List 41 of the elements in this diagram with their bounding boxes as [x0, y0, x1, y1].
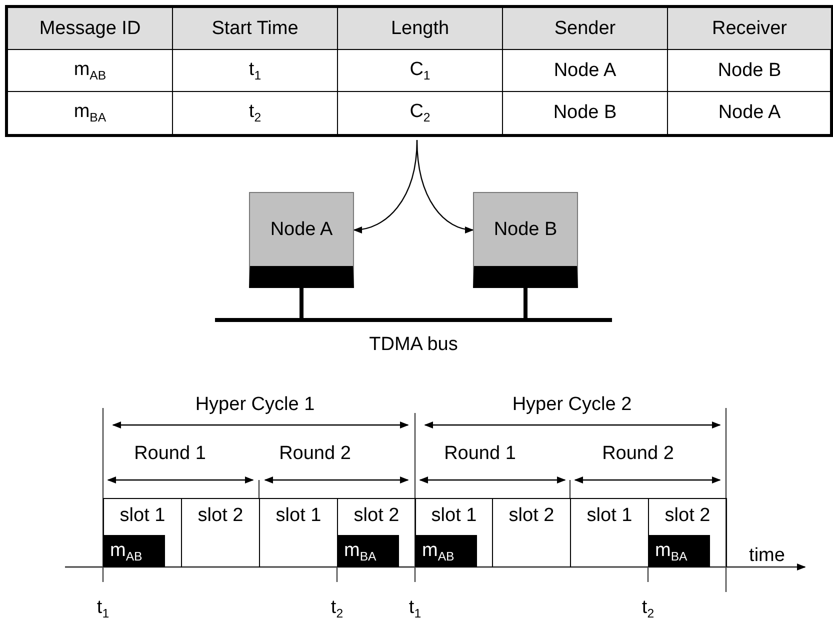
bus-label: TDMA bus	[368, 334, 459, 356]
table-cell: C$_{1}$	[338, 50, 503, 92]
table-cell: m$_{BA}$	[8, 92, 173, 134]
round-label: Round 1	[134, 444, 206, 463]
cycle-label: Hyper Cycle 1	[195, 395, 315, 414]
table-cell: Node B	[503, 92, 668, 134]
message-block: m$_{AB}$	[103, 535, 165, 567]
node-label: Node B	[494, 218, 558, 240]
cycle-label: Hyper Cycle 2	[512, 395, 632, 414]
table-cell: Node B	[668, 50, 831, 92]
table-header-cell: Start Time	[173, 8, 338, 50]
table-header-cell: Receiver	[668, 8, 831, 50]
table-cell: Node A	[503, 50, 668, 92]
time-label: t$_{2}$	[642, 598, 654, 620]
table-header-cell: Message ID	[8, 8, 173, 50]
table-header-cell: Sender	[503, 8, 668, 50]
slot-cell: slot 2	[181, 498, 259, 567]
axis-label: time	[749, 546, 785, 565]
node-label: Node A	[270, 218, 333, 240]
connector-line	[300, 288, 304, 318]
message-block: m$_{AB}$	[415, 535, 477, 567]
node-box	[249, 192, 354, 288]
round-label: Round 1	[444, 444, 516, 463]
connector-line	[524, 288, 528, 318]
round-label: Round 2	[279, 444, 351, 463]
time-label: t$_{1}$	[408, 598, 422, 620]
table-cell: m$_{AB}$	[8, 50, 173, 92]
table-cell-text: Node A	[717, 101, 782, 125]
table-cell: t$_{2}$	[173, 92, 338, 134]
slot-cell: slot 2	[492, 498, 570, 567]
connector-arrow	[416, 140, 474, 233]
table-cell: C$_{2}$	[338, 92, 503, 134]
round-label: Round 2	[602, 444, 674, 463]
message-table	[5, 5, 833, 137]
table-header-cell: Length	[338, 8, 503, 50]
message-block: m$_{BA}$	[337, 535, 399, 567]
message-block: m$_{BA}$	[648, 535, 710, 567]
time-label: t$_{2}$	[330, 598, 344, 620]
table-cell: t$_{1}$	[173, 50, 338, 92]
node-box	[473, 192, 578, 288]
time-label: t$_{1}$	[96, 598, 110, 620]
